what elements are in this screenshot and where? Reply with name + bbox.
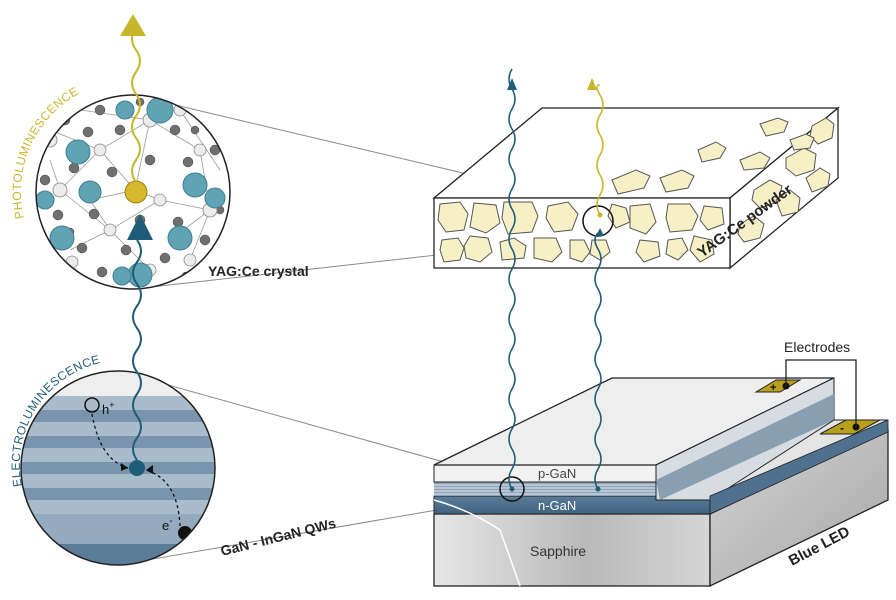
- hole-carrier: [84, 397, 100, 413]
- electron-label: e-: [162, 516, 173, 533]
- photoluminescence-arrowhead: [120, 14, 146, 36]
- yellow-arrowhead: [587, 78, 597, 90]
- yag-crystal-label: YAG:Ce crystal: [208, 263, 309, 279]
- minus-sign: -: [840, 421, 844, 435]
- photoluminescence-wave: [131, 27, 141, 183]
- quantum-well-circle: h+ e- GaN - InGaN QWs: [20, 370, 338, 566]
- gan-ingan-label: GaN - InGaN QWs: [219, 515, 338, 559]
- n-gan-label: n-GaN: [538, 498, 576, 513]
- electroluminescence-wave: [132, 239, 142, 461]
- yag-crystal-circle: YAG:Ce crystal: [35, 94, 309, 290]
- hole-label: h+: [102, 400, 115, 417]
- recombination-photon-source: [129, 460, 145, 476]
- yag-powder-slab: YAG:Ce powder: [432, 106, 840, 270]
- blue-arrowhead-left: [507, 78, 517, 90]
- emission-waves: [508, 68, 604, 490]
- blue-emission-wave-left: [508, 68, 516, 490]
- plus-sign: +: [770, 382, 776, 394]
- blue-led-chip: + - Electrodes p-GaN n-GaN Sapphire Blue…: [433, 339, 889, 588]
- blue-emission-wave-right: [594, 232, 602, 490]
- yellow-emission-wave: [596, 84, 604, 216]
- recombination-site-circle: [499, 476, 525, 502]
- electrodes-label: Electrodes: [784, 339, 850, 355]
- yag-particles: [437, 117, 835, 263]
- sapphire-label: Sapphire: [530, 543, 586, 559]
- p-gan-label: p-GaN: [538, 466, 576, 481]
- positive-electrode-pad: [754, 379, 802, 393]
- negative-electrode-pad: [819, 419, 881, 435]
- electroluminescence-arrowhead: [127, 214, 153, 240]
